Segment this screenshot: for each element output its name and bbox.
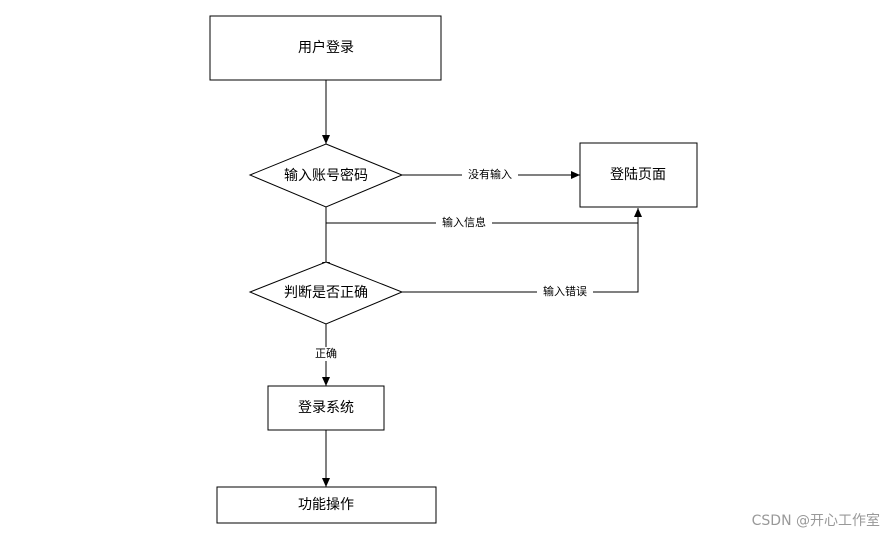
edge-label-no-input: 没有输入 [468, 167, 512, 181]
node-user-login: 用户登录 [209, 15, 442, 81]
edge-label-correct: 正确 [315, 347, 337, 360]
edge-input-error [402, 223, 639, 293]
svg-text:输入账号密码: 输入账号密码 [284, 167, 368, 184]
node-login-page: 登陆页面 [579, 142, 698, 208]
node-check-correct: 判断是否正确 [248, 261, 404, 325]
svg-text:用户登录: 用户登录 [298, 39, 354, 56]
watermark: CSDN @开心工作室 [751, 513, 880, 529]
svg-text:功能操作: 功能操作 [298, 497, 354, 513]
edge-label-input-info: 输入信息 [442, 215, 486, 229]
node-input-credentials: 输入账号密码 [248, 143, 404, 208]
svg-text:判断是否正确: 判断是否正确 [284, 285, 368, 301]
svg-text:登陆页面: 登陆页面 [610, 167, 666, 183]
node-enter-system: 登录系统 [267, 385, 385, 431]
svg-text:登录系统: 登录系统 [298, 400, 354, 416]
node-function-operation: 功能操作 [216, 486, 437, 524]
edge-label-input-error: 输入错误 [543, 284, 587, 298]
